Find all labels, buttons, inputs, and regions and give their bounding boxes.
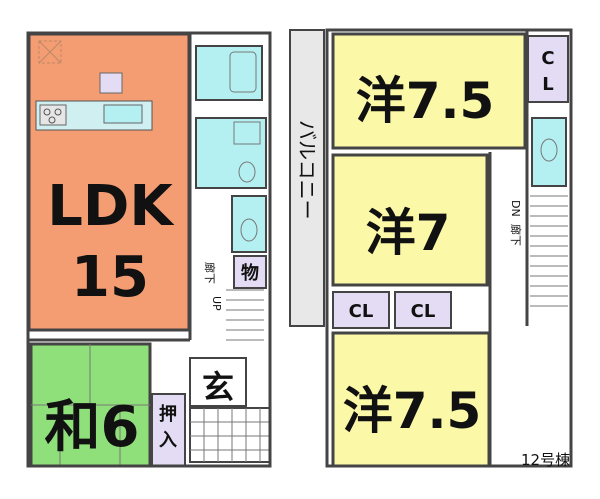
toilet-1f: [231, 195, 267, 253]
room-top-label: 洋7.5: [356, 72, 495, 130]
kitchen-sink-icon: [103, 104, 143, 124]
closet-label-1-line1: C: [541, 48, 554, 69]
closet-top-right: [527, 35, 569, 103]
entrance-tile-floor: [189, 407, 271, 463]
storage-label: 物: [241, 262, 259, 284]
kitchen-stove-icon: [39, 104, 67, 126]
floor-1: LDK 15 和6 押 入 押入 玄 物 廊下 廊下 UP: [26, 31, 272, 468]
room-mid-label: 洋7: [366, 204, 451, 262]
closet-middle-1: [332, 291, 390, 329]
genkan-area: [189, 357, 247, 407]
ldk-label-bottom: 15: [71, 245, 149, 310]
closet-label-1-line2: L: [542, 74, 553, 95]
washitsu-label: 和6: [45, 395, 140, 460]
room-bottom-label: 洋7.5: [343, 382, 482, 440]
western-room-bottom: [331, 331, 491, 468]
closet-label-3: CL: [411, 301, 436, 322]
stair-label-2f: DN: [509, 200, 522, 217]
fridge-icon: [99, 72, 123, 94]
corridor-label-1f: 廊下: [203, 262, 217, 284]
oshiire-label-line2: 入: [159, 430, 177, 451]
storage-closet: [233, 255, 267, 289]
western-room-top: [331, 32, 527, 150]
oshiire-label-line1: 押: [159, 403, 177, 425]
oshiire-closet: [151, 393, 186, 467]
closet-label-2: CL: [349, 301, 374, 322]
bathroom: [195, 45, 263, 101]
closet-middle-2: [394, 291, 452, 329]
washroom: [195, 117, 267, 189]
western-room-middle: [331, 153, 489, 287]
vent-icon: [38, 40, 62, 64]
balcony: [289, 29, 325, 327]
genkan-label: 玄: [202, 368, 234, 406]
toilet-2f: [531, 117, 567, 187]
stair-label-1f: UP: [210, 296, 223, 311]
ldk-label-top: LDK: [47, 174, 175, 239]
floor-2: バルコニー 洋7.5 C L CL 洋7 CL CL 洋7.5 DN 廊下 廊下: [289, 28, 573, 468]
caption: 12号棟: [521, 451, 570, 469]
corridor-label-2f: 廊下: [509, 224, 523, 246]
balcony-label: バルコニー: [295, 120, 319, 220]
